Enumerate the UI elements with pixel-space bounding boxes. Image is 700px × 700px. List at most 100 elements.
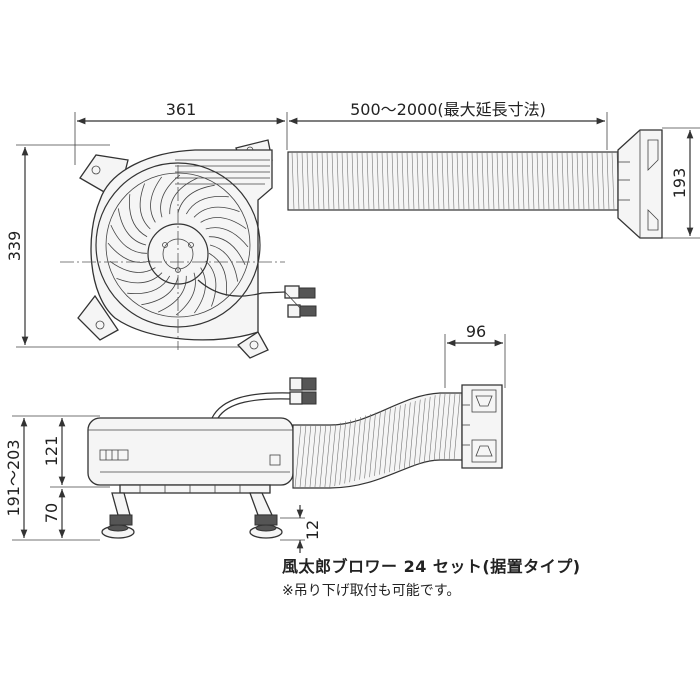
duct-rib xyxy=(566,151,570,211)
duct-rib xyxy=(516,151,520,211)
duct-rib xyxy=(576,151,580,211)
duct-rib xyxy=(408,401,416,468)
duct-rib xyxy=(461,151,465,211)
foot-right xyxy=(249,492,283,539)
duct-rib xyxy=(381,151,385,211)
fan-blade xyxy=(150,176,162,223)
duct-rib xyxy=(521,151,525,211)
duct-rib xyxy=(309,424,317,489)
power-cable xyxy=(197,279,286,297)
duct-ribs-side xyxy=(294,392,461,489)
duct-rib xyxy=(511,151,515,211)
fan-blade xyxy=(193,206,240,218)
duct-rib xyxy=(536,151,540,211)
product-caption-note: ※吊り下げ取付も可能です。 xyxy=(282,583,461,599)
duct-rib xyxy=(359,415,366,480)
duct-rib xyxy=(346,151,350,211)
dim-361-label: 361 xyxy=(166,100,197,119)
duct-rib xyxy=(406,151,410,211)
duct-rib xyxy=(443,392,451,461)
duct-rib xyxy=(296,151,300,211)
duct-rib xyxy=(453,392,461,461)
duct-rib xyxy=(401,151,405,211)
duct-rib xyxy=(349,418,356,483)
duct-rib xyxy=(326,151,330,211)
side-view: 96 191〜203 121 70 12 xyxy=(4,322,506,553)
fan-blade xyxy=(157,275,187,313)
fan-blade xyxy=(205,260,217,307)
duct-rib xyxy=(376,151,380,211)
duct-rib xyxy=(369,412,376,478)
duct-rib xyxy=(581,151,585,211)
duct-rib xyxy=(413,399,421,466)
duct-rib xyxy=(501,151,505,211)
duct-rib xyxy=(404,402,411,469)
fan-blade xyxy=(139,183,151,230)
duct-rib xyxy=(329,424,337,488)
duct-rib xyxy=(496,151,500,211)
fan-blade xyxy=(200,217,247,229)
fan-blades xyxy=(107,174,249,316)
duct-rib xyxy=(366,151,370,211)
duct-rib xyxy=(304,424,312,489)
duct-rib xyxy=(299,424,307,489)
fan-blade xyxy=(205,227,249,248)
duct-rib xyxy=(541,151,545,211)
duct-rib xyxy=(421,151,425,211)
duct-rib xyxy=(389,406,396,473)
dim-339-label: 339 xyxy=(5,231,24,262)
duct-rib xyxy=(426,151,430,211)
duct-rib xyxy=(451,151,455,211)
duct-rib xyxy=(438,392,446,461)
duct-rib xyxy=(301,151,305,211)
dim-duct-label: 500〜2000(最大延長寸法) xyxy=(350,100,546,119)
dim-96-label: 96 xyxy=(466,322,486,341)
duct-rib xyxy=(341,151,345,211)
duct-rib xyxy=(336,151,340,211)
duct-rib xyxy=(386,151,390,211)
duct-rib xyxy=(334,422,342,487)
product-caption-title: 風太郎ブロワー 24 セット(据置タイプ) xyxy=(282,557,581,576)
fan-blade xyxy=(209,244,239,282)
duct-rib xyxy=(481,151,485,211)
duct-rib xyxy=(331,151,335,211)
dim-121-label: 121 xyxy=(42,436,61,467)
duct-rib xyxy=(456,151,460,211)
duct-rib xyxy=(344,419,351,484)
duct-rib xyxy=(339,421,347,485)
duct-rib xyxy=(606,151,610,211)
duct-rib xyxy=(436,151,440,211)
duct-rib xyxy=(506,151,510,211)
blower-housing xyxy=(90,149,273,341)
fan-blade xyxy=(208,252,228,296)
duct-rib xyxy=(601,151,605,211)
duct-rib xyxy=(316,151,320,211)
duct-rib xyxy=(551,151,555,211)
duct-rib xyxy=(311,151,315,211)
duct-rib xyxy=(321,151,325,211)
duct-rib xyxy=(394,405,401,471)
duct-rib xyxy=(324,424,332,489)
duct-rib xyxy=(356,151,360,211)
duct-rib xyxy=(471,151,475,211)
duct-rib xyxy=(596,151,600,211)
duct-rib xyxy=(371,151,375,211)
duct-rib xyxy=(351,151,355,211)
duct-rib xyxy=(391,151,395,211)
duct-rib xyxy=(446,151,450,211)
top-view: 361 500〜2000(最大延長寸法) 339 193 xyxy=(5,100,700,359)
fan-blade xyxy=(117,208,147,246)
dim-191-203-label: 191〜203 xyxy=(4,439,23,516)
duct-rib xyxy=(396,151,400,211)
foot-left xyxy=(101,492,135,539)
duct-rib xyxy=(531,151,535,211)
fan-blade xyxy=(107,242,151,263)
fan-blade xyxy=(169,177,199,215)
duct-rib xyxy=(423,396,431,464)
duct-rib xyxy=(379,409,386,475)
duct-rib xyxy=(399,403,406,470)
dim-193-label: 193 xyxy=(670,168,689,199)
duct-rib xyxy=(571,151,575,211)
fan-blade xyxy=(128,194,148,238)
duct-rib xyxy=(374,411,381,476)
